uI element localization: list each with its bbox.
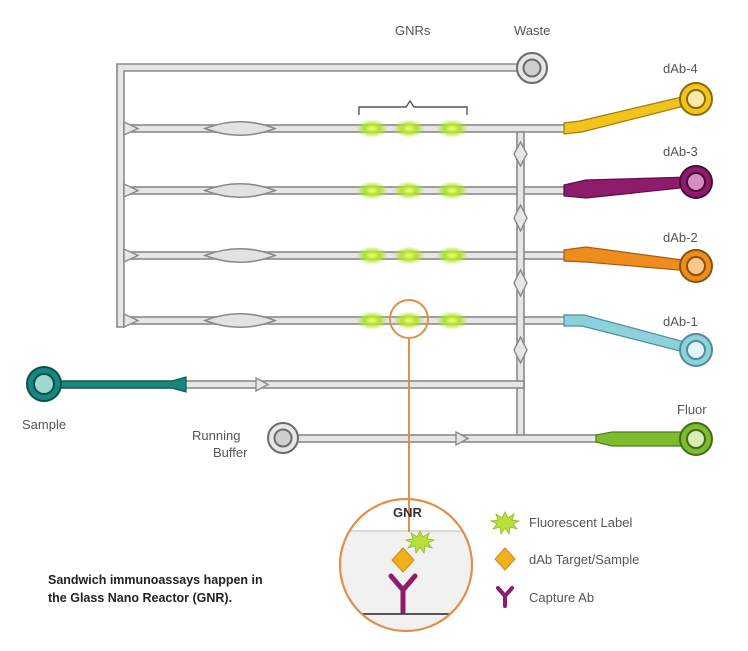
fluor-port [679,422,713,456]
dab-target-icon [494,547,516,571]
chambers [202,121,278,328]
waste-label: Waste [514,23,550,38]
gnr-inset: GNR [338,497,474,633]
chamber-row-2 [202,248,278,263]
gnrs-label: GNRs [395,23,431,38]
sample-line [45,376,187,393]
legend: Fluorescent Label dAb Target/Sample Capt… [489,511,639,608]
fluorescent-label-burst [404,530,436,555]
legend-item-dab-target: dAb Target/Sample [494,547,639,571]
channel-row-1 [123,316,567,325]
channel-row-2 [123,251,567,260]
fluor-line [595,431,691,447]
capture-ab-icon [496,586,514,608]
chamber-row-3 [202,183,278,198]
running-buffer-port [267,422,299,454]
capture-antibody [388,573,418,615]
inset-title: GNR [393,505,423,520]
chamber-row-1 [202,313,278,328]
dab-target-diamond [391,547,415,573]
legend-label-fluorescent: Fluorescent Label [529,515,632,530]
dab4-label: dAb-4 [663,61,698,76]
gnr-row-2 [356,246,468,265]
dab1-label: dAb-1 [663,314,698,329]
fluorescent-label-icon [489,511,521,536]
valves [513,140,528,365]
dab1-port [679,333,713,367]
legend-label-capture-ab: Capture Ab [529,590,594,605]
sample-port [26,366,62,402]
buffer-channel [295,434,599,443]
dab2-line [563,246,691,272]
dab4-line [563,94,693,135]
gnr-row-4 [356,119,468,138]
channel-row-3 [123,186,567,195]
dab3-line [563,176,691,199]
dab2-label: dAb-2 [663,230,698,245]
dab3-label: dAb-3 [663,144,698,159]
fluor-label: Fluor [677,402,707,417]
gnr-row-1 [356,311,468,330]
dab4-port [679,82,713,116]
chamber-row-4 [202,121,278,136]
gnr-markers [356,119,468,330]
dab3-port [679,165,713,199]
gnrs-bracket [358,99,468,115]
channel-row-4 [123,124,567,133]
running-buffer-label-line2: Buffer [213,445,248,460]
inlet-chevrons [123,120,140,329]
legend-label-dab-target: dAb Target/Sample [529,552,639,567]
caption-line-2: the Glass Nano Reactor (GNR). [48,591,232,605]
dab2-port [679,249,713,283]
waste-port [516,52,548,84]
legend-item-capture-ab: Capture Ab [496,586,594,608]
gnr-row-3 [356,181,468,200]
caption-line-1: Sandwich immunoassays happen in [48,573,263,587]
sample-label: Sample [22,417,66,432]
running-buffer-label-line1: Running [192,428,240,443]
legend-item-fluorescent-label: Fluorescent Label [489,511,632,536]
